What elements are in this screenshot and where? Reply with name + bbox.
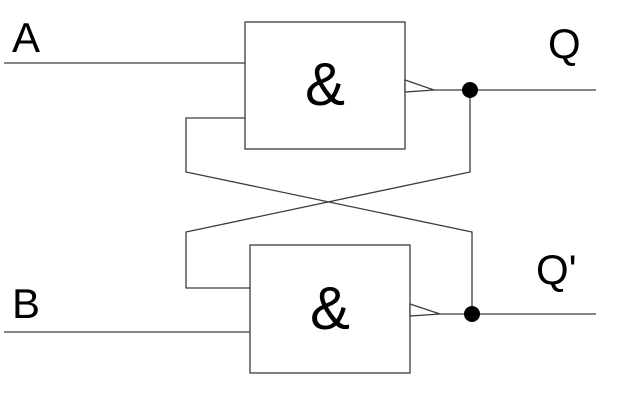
inversion-wedge-bottom-icon	[409, 303, 441, 317]
wire-feedback-q-to-bottom-gate	[185, 90, 471, 289]
junction-dot-q-bar	[464, 306, 480, 322]
label-output-q: Q	[548, 20, 581, 67]
label-output-q-bar: Q'	[536, 246, 577, 293]
label-input-a: A	[12, 14, 40, 61]
nand-gate-top-body	[244, 21, 406, 150]
gate-bodies	[244, 21, 441, 374]
label-input-b: B	[12, 280, 40, 327]
nand-gate-bottom-symbol: &	[310, 275, 350, 342]
wire-feedback-q-bar-to-top-gate	[185, 117, 473, 314]
inversion-wedge-top-icon	[404, 79, 435, 93]
nand-gate-top-symbol: &	[305, 51, 345, 118]
junction-dot-q	[462, 82, 478, 98]
